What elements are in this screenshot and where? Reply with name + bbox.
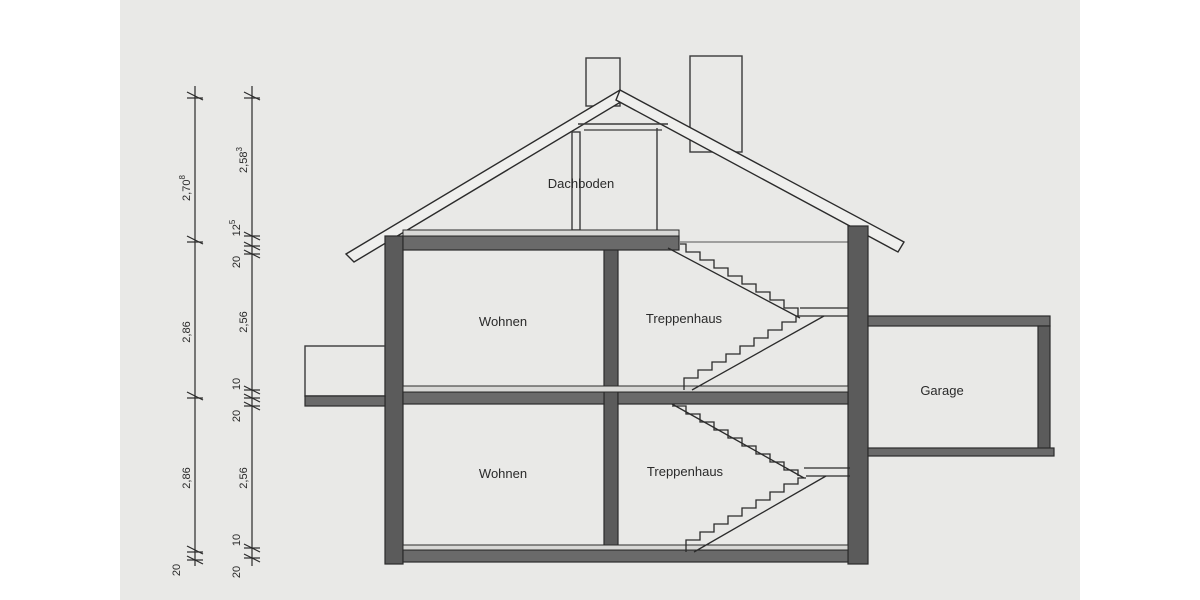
upper-floor-slab-right [617,391,849,405]
dim-left-2: 2,86 [181,321,193,342]
dim-left-1: 2,708 [178,175,193,201]
roof [344,88,905,263]
dim-right-3: 20 [231,256,243,268]
wall-left [384,235,404,565]
label-lower-living: Wohnen [479,466,527,481]
dim-right-4: 2,56 [238,311,250,332]
label-garage: Garage [920,383,963,398]
stair-lower [671,403,850,553]
dim-right-9: 20 [231,566,243,578]
label-upper-living: Wohnen [479,314,527,329]
floor-slabs [402,229,849,563]
upper-floor-slab-left [402,391,605,405]
wall-right [847,225,869,565]
chimneys [585,55,743,153]
dim-right-2: 125 [228,219,243,236]
dim-left-3: 2,86 [181,467,193,488]
room-labels: Dachboden Wohnen Treppenhaus Wohnen Trep… [479,176,964,481]
dim-right-8: 10 [231,534,243,546]
label-attic: Dachboden [548,176,615,191]
garage-structure [867,315,1055,457]
dim-right-6: 20 [231,410,243,422]
dimension-chain-left: 2,708 2,86 2,86 20 [171,86,204,576]
attic-floor-slab [402,235,680,251]
stair-upper [667,243,848,391]
dim-left-4: 20 [171,564,183,576]
balcony-left [304,345,386,407]
label-upper-stair: Treppenhaus [646,311,723,326]
dim-right-5: 10 [231,378,243,390]
dim-right-1: 2,583 [235,147,250,173]
ground-floor-slab [402,549,849,563]
roof-right-slope [615,89,905,253]
dim-right-7: 2,56 [238,467,250,488]
wall-middle [603,247,619,553]
label-lower-stair: Treppenhaus [647,464,724,479]
dimension-chain-right: 2,583 125 20 2,56 10 20 2,56 10 20 [228,86,261,578]
